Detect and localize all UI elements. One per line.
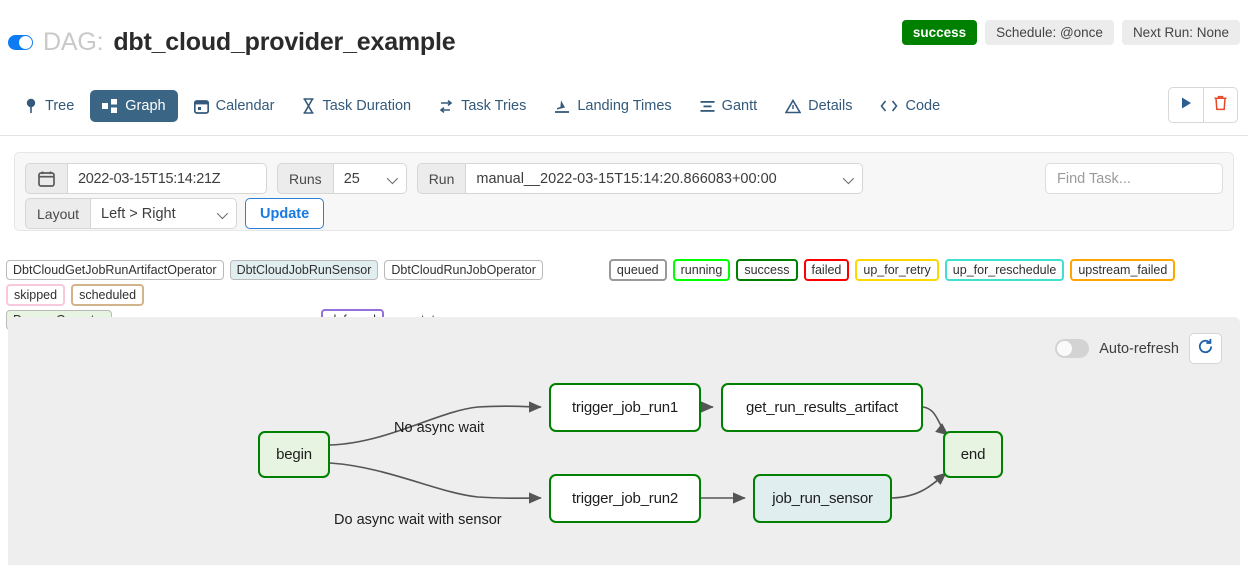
base-date-group: 2022-03-15T15:14:21Z: [25, 163, 267, 194]
node-label: job_run_sensor: [772, 490, 873, 507]
runs-group: Runs 25: [277, 163, 407, 194]
auto-refresh-toggle[interactable]: [1055, 339, 1090, 358]
layout-label: Layout: [25, 198, 92, 229]
node-label: get_run_results_artifact: [746, 399, 898, 416]
auto-refresh-label: Auto-refresh: [1099, 340, 1179, 357]
tab-task-duration[interactable]: Task Duration: [290, 90, 423, 122]
tab-label: Landing Times: [577, 98, 672, 114]
landing-icon: [554, 99, 570, 114]
dag-name: dbt_cloud_provider_example: [113, 28, 456, 56]
update-button[interactable]: Update: [245, 198, 325, 229]
dag-title-row: DAG: dbt_cloud_provider_example: [8, 28, 456, 57]
legend-state: queued: [608, 259, 667, 281]
warning-triangle-icon: [785, 98, 802, 114]
runs-label: Runs: [277, 163, 334, 194]
legend-state: up_for_reschedule: [944, 259, 1065, 281]
tree-icon: [24, 98, 38, 114]
trash-icon: [1213, 95, 1228, 116]
tab-label: Calendar: [215, 98, 275, 114]
graph-node-begin[interactable]: begin: [258, 431, 330, 478]
delete-dag-button[interactable]: [1203, 88, 1237, 122]
tab-label: Task Duration: [322, 98, 412, 114]
edge-label-do-async-wait-with-sensor: Do async wait with sensor: [334, 512, 502, 528]
node-label: trigger_job_run2: [571, 490, 679, 507]
graph-node-get_run_results_artifact[interactable]: get_run_results_artifact: [721, 383, 923, 432]
graph-legend: DbtCloudGetJobRunArtifactOperator DbtClo…: [6, 259, 1246, 334]
refresh-button[interactable]: [1189, 333, 1222, 364]
node-label: end: [960, 446, 986, 463]
header-badges: success Schedule: @once Next Run: None: [901, 20, 1240, 45]
layout-select[interactable]: Left > Right: [90, 198, 238, 229]
node-label: begin: [276, 446, 312, 463]
legend-operator: DbtCloudGetJobRunArtifactOperator: [6, 260, 224, 280]
tab-label: Gantt: [721, 98, 758, 114]
tab-calendar[interactable]: Calendar: [182, 90, 287, 122]
legend-state: up_for_retry: [855, 259, 939, 281]
retry-icon: [439, 99, 454, 114]
legend-operator: DbtCloudJobRunSensor: [229, 260, 379, 280]
dag-nav-bar: Tree Graph Calendar Task Duration Task T: [0, 80, 1248, 136]
gantt-icon: [700, 99, 715, 113]
graph-node-trigger_job_run1[interactable]: trigger_job_run1: [549, 383, 701, 432]
dag-filter-toolbar: 2022-03-15T15:14:21Z Runs 25 Run manual_…: [14, 152, 1234, 231]
play-icon: [1179, 96, 1193, 115]
num-runs-select[interactable]: 25: [332, 163, 407, 194]
legend-state: upstream_failed: [1070, 259, 1176, 281]
base-date-input[interactable]: 2022-03-15T15:14:21Z: [67, 163, 267, 194]
dag-action-buttons: [1168, 87, 1238, 123]
code-brackets-icon: [880, 99, 898, 113]
tab-tree[interactable]: Tree: [12, 90, 86, 122]
tab-label: Code: [905, 98, 941, 114]
run-label: Run: [416, 163, 467, 194]
tab-label: Tree: [45, 98, 75, 114]
legend-operator: DbtCloudRunJobOperator: [384, 260, 543, 280]
dag-label: DAG:: [43, 28, 104, 56]
graph-node-end[interactable]: end: [943, 431, 1003, 478]
dag-tabs: Tree Graph Calendar Task Duration Task T: [0, 80, 1248, 132]
next-run-badge[interactable]: Next Run: None: [1121, 20, 1240, 45]
schedule-badge[interactable]: Schedule: @once: [985, 20, 1114, 45]
layout-group: Layout Left > Right: [25, 198, 238, 229]
graph-edges: [329, 401, 949, 504]
legend-state: running: [672, 259, 731, 281]
auto-refresh-bar: Auto-refresh: [1055, 333, 1222, 364]
dag-pause-toggle[interactable]: [8, 35, 33, 50]
graph-node-trigger_job_run2[interactable]: trigger_job_run2: [549, 474, 701, 523]
run-group: Run manual__2022-03-15T15:14:20.866083+0…: [416, 163, 864, 194]
tab-label: Task Tries: [461, 98, 527, 114]
graph-node-job_run_sensor[interactable]: job_run_sensor: [753, 474, 892, 523]
legend-state: failed: [803, 259, 850, 281]
legend-state: scheduled: [71, 284, 145, 306]
tab-graph[interactable]: Graph: [90, 90, 178, 122]
tab-gantt[interactable]: Gantt: [688, 90, 769, 122]
calendar-icon: [25, 163, 68, 194]
tab-label: Details: [808, 98, 853, 114]
hourglass-icon: [302, 98, 315, 114]
toolbar-row-bottom: Layout Left > Right Update: [25, 198, 325, 229]
dag-run-select[interactable]: manual__2022-03-15T15:14:20.866083+00:00: [465, 163, 864, 194]
status-badge: success: [901, 20, 978, 45]
tab-details[interactable]: Details: [773, 90, 864, 122]
graph-icon: [102, 98, 118, 114]
toolbar-row-top: 2022-03-15T15:14:21Z Runs 25 Run manual_…: [25, 163, 864, 194]
refresh-icon: [1197, 338, 1214, 360]
calendar-icon: [193, 99, 209, 114]
tab-label: Graph: [125, 98, 166, 114]
trigger-dag-button[interactable]: [1169, 88, 1203, 122]
page-header: DAG: dbt_cloud_provider_example success …: [0, 0, 1248, 72]
tab-task-tries[interactable]: Task Tries: [427, 90, 538, 122]
legend-state: skipped: [6, 284, 66, 306]
legend-row-1: DbtCloudGetJobRunArtifactOperator DbtClo…: [6, 259, 1246, 309]
node-label: trigger_job_run1: [571, 399, 679, 416]
find-task-input[interactable]: Find Task...: [1045, 163, 1223, 194]
legend-state: success: [736, 259, 798, 281]
tab-landing-times[interactable]: Landing Times: [542, 90, 683, 122]
edge-label-no-async-wait: No async wait: [394, 420, 485, 436]
tab-code[interactable]: Code: [868, 90, 952, 122]
graph-panel: Auto-refresh begin: [8, 317, 1240, 565]
